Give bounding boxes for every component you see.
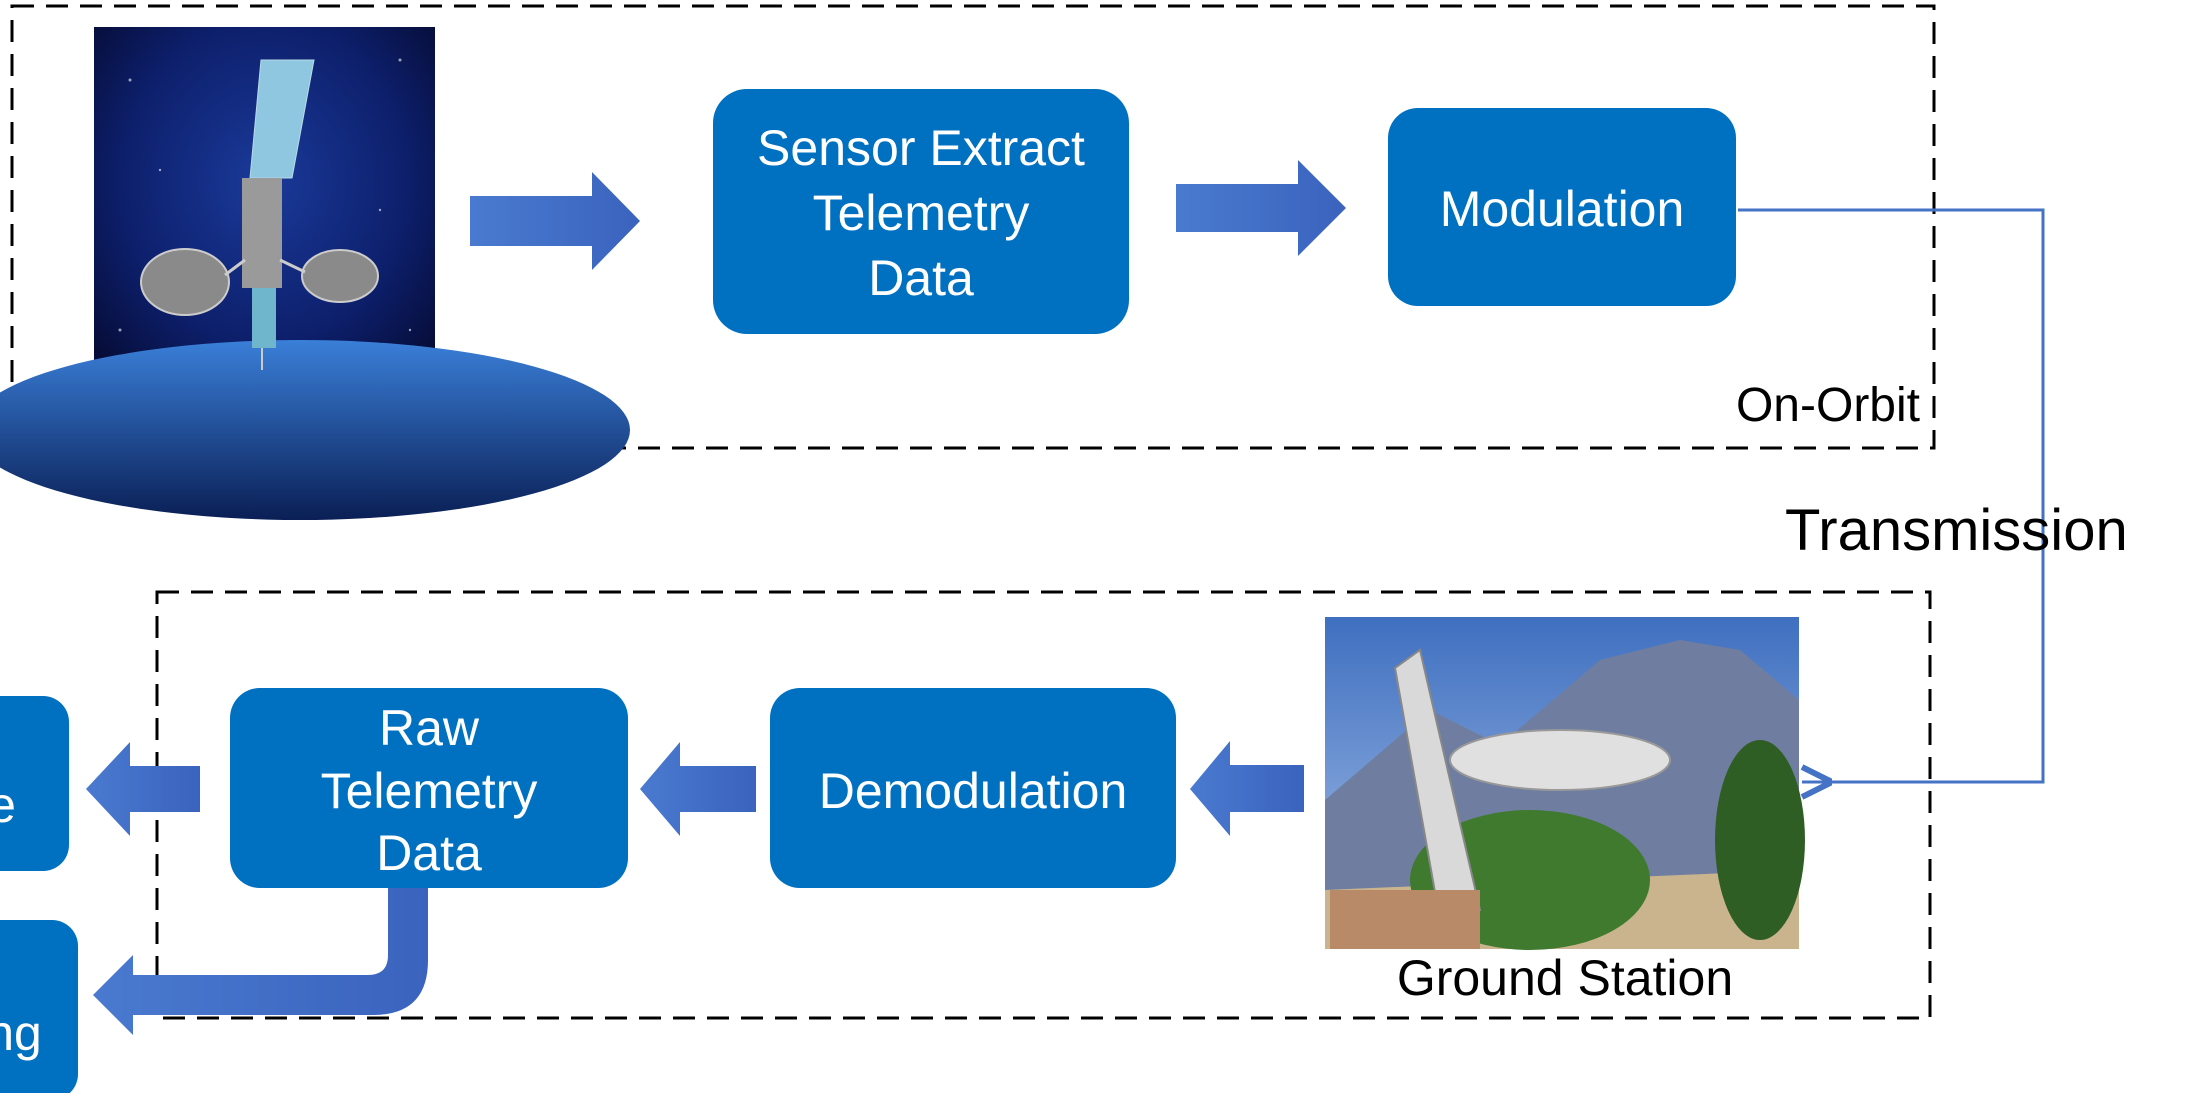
raw-telemetry-line-2: Telemetry (321, 763, 538, 819)
raw-telemetry-line-1: Raw (379, 700, 480, 756)
flow-arrow-2 (1176, 160, 1346, 256)
modulation-label: Modulation (1440, 181, 1685, 237)
demodulation-box: Demodulation (770, 688, 1176, 888)
ground-station-label: Ground Station (1397, 950, 1733, 1006)
flow-arrow-3 (1190, 741, 1304, 836)
on-orbit-label: On-Orbit (1736, 379, 1920, 432)
bent-flow-arrow (93, 888, 428, 1035)
sensor-extract-line-1: Sensor Extract (757, 120, 1085, 176)
cut-off-box-2-text: ng (0, 1005, 42, 1061)
cut-off-box-2: ng (0, 920, 78, 1093)
raw-telemetry-box: Raw Telemetry Data (230, 688, 628, 888)
demodulation-label: Demodulation (819, 763, 1128, 819)
sensor-extract-line-3: Data (868, 250, 974, 306)
satellite-image (0, 27, 630, 520)
ground-station-image (1325, 617, 1805, 950)
sensor-extract-box: Sensor Extract Telemetry Data (713, 89, 1129, 334)
sensor-extract-line-2: Telemetry (813, 185, 1030, 241)
modulation-box: Modulation (1388, 108, 1736, 306)
on-orbit-region (10, 4, 1936, 450)
transmission-connector (1738, 208, 2045, 782)
raw-telemetry-line-3: Data (376, 825, 482, 881)
cut-off-box-1: e (0, 696, 69, 871)
flow-arrow-5 (86, 742, 200, 836)
cut-off-box-1-text: e (0, 777, 16, 833)
flow-arrow-4 (640, 742, 756, 836)
flow-arrow-1 (470, 172, 640, 270)
transmission-label: Transmission (1785, 498, 2128, 563)
